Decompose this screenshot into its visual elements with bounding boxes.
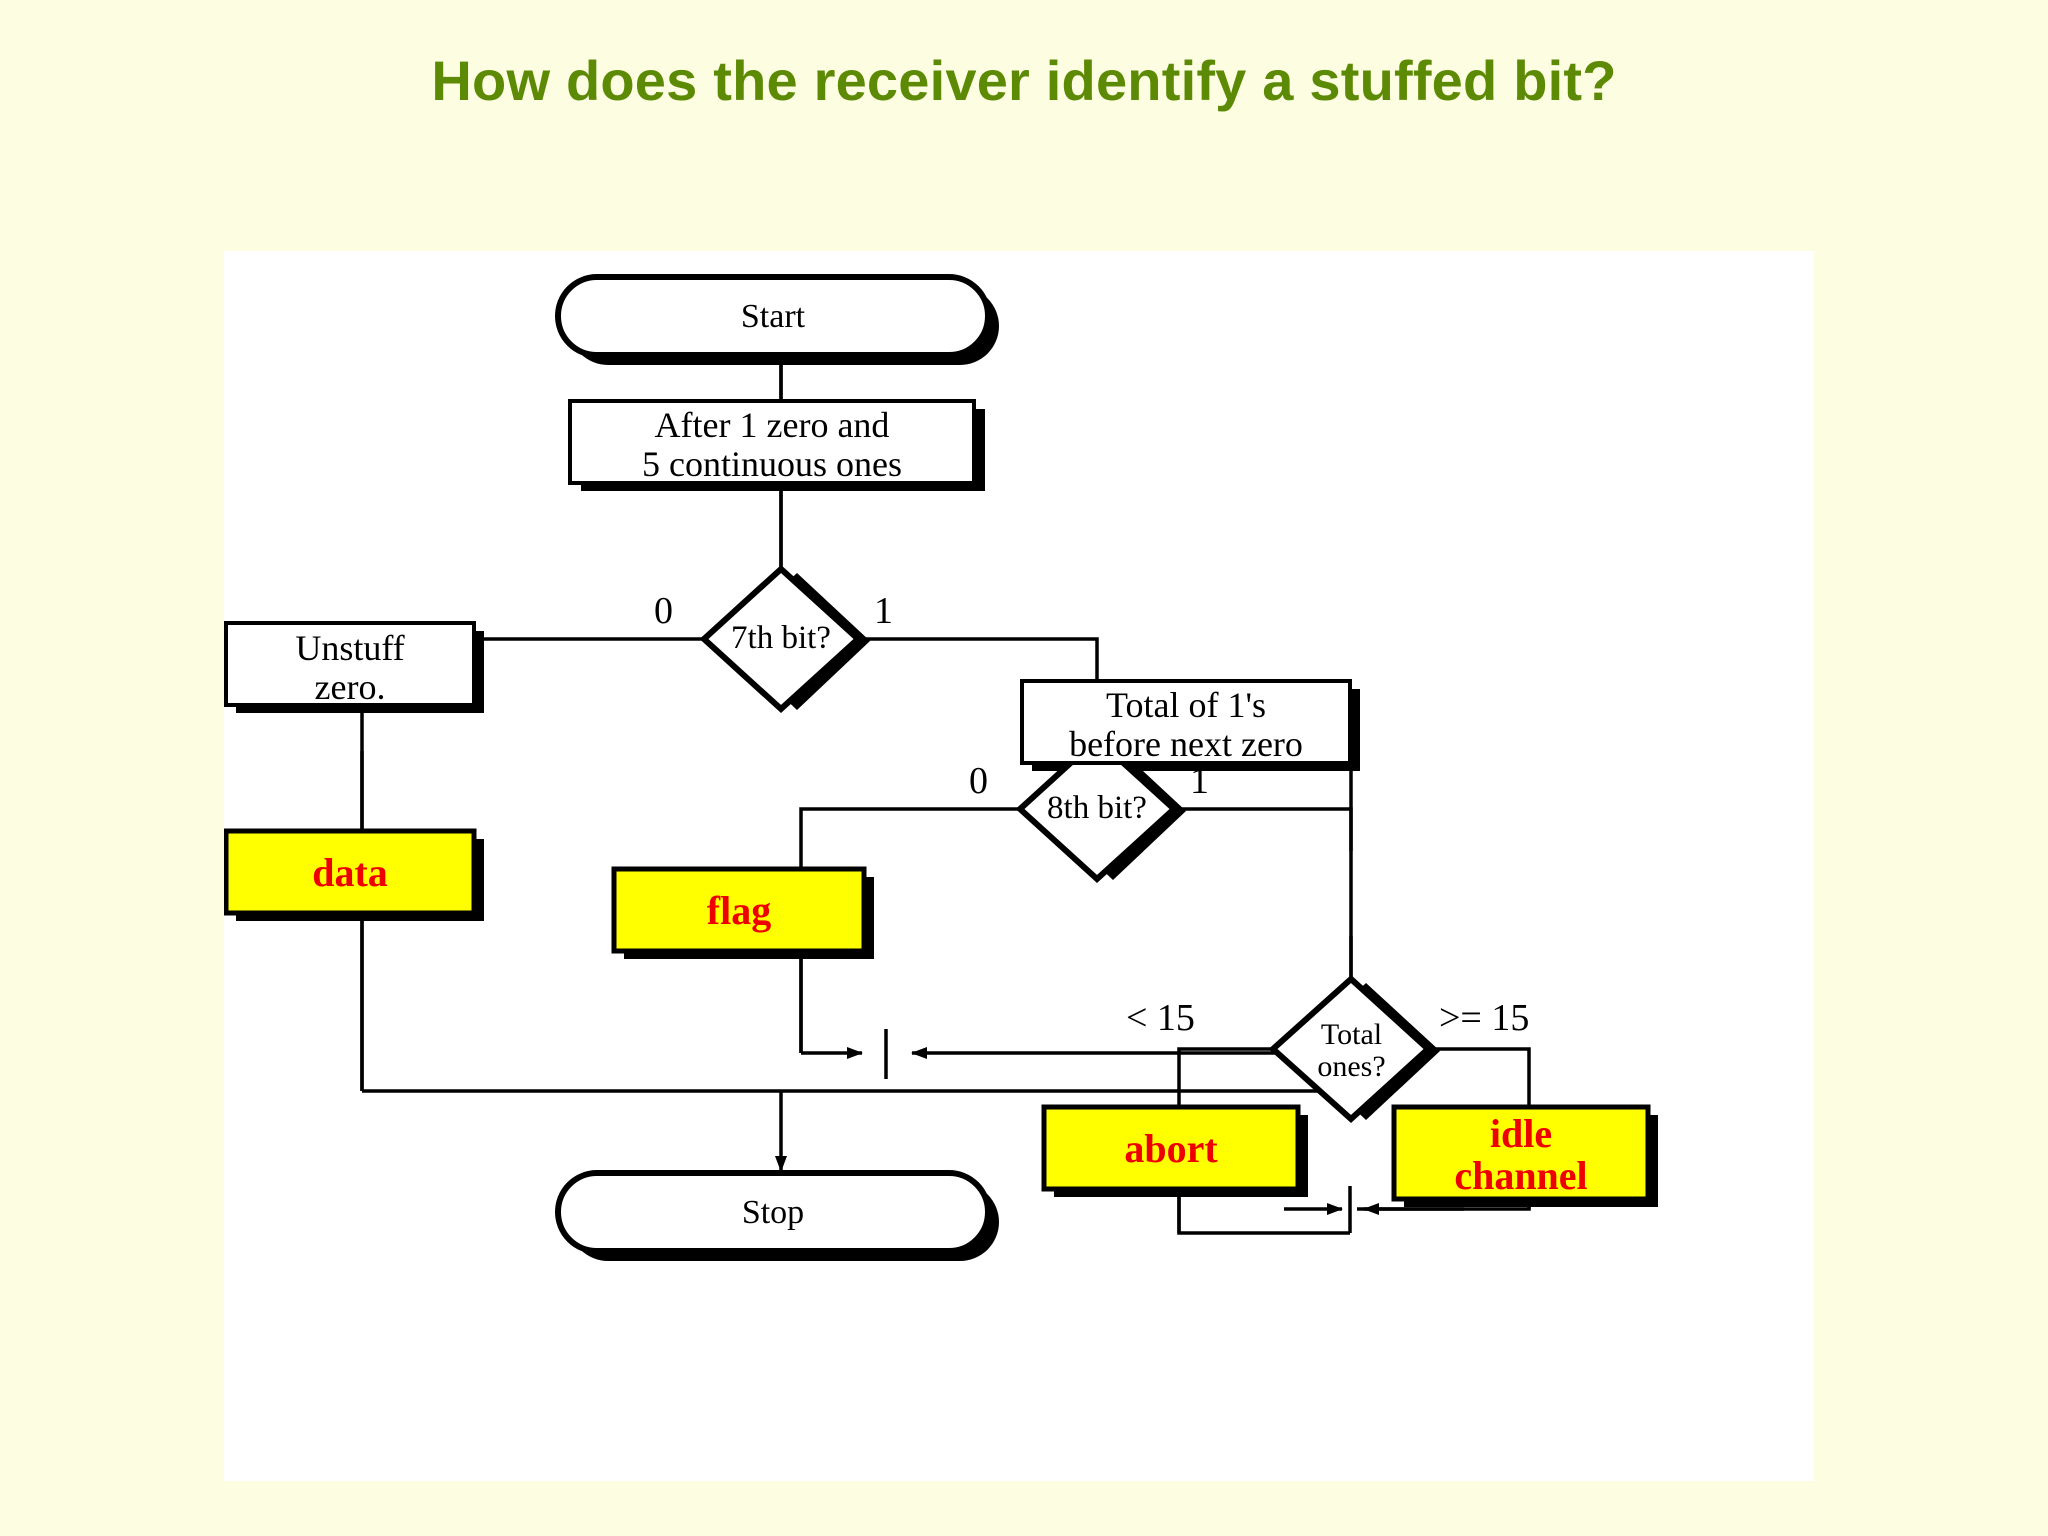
edge-label-ones-ge15: >= 15 [1439, 997, 1530, 1039]
connector-overdraw [360, 356, 1531, 1233]
node-total-ones [1268, 974, 1433, 1124]
node-idle-channel [1391, 1104, 1651, 1202]
edge-label-ones-lt15: < 15 [1126, 997, 1195, 1039]
node-after [568, 399, 976, 485]
node-total [1020, 679, 1352, 765]
node-bit8 [1015, 734, 1179, 884]
diagram-canvas: Start After 1 zero and 5 continuous ones… [224, 251, 1814, 1481]
node-flag [611, 866, 867, 954]
flowchart-svg [224, 274, 1658, 1261]
node-stop [555, 1170, 991, 1254]
edge-label-bit7-one: 1 [874, 590, 893, 632]
node-bit7 [699, 564, 863, 714]
node-unstuff [224, 621, 476, 707]
edge-label-bit8-one: 1 [1190, 760, 1209, 802]
edge-label-bit7-zero: 0 [654, 590, 673, 632]
edge-label-bit8-zero: 0 [969, 760, 988, 802]
node-start [555, 274, 991, 358]
page-title: How does the receiver identify a stuffed… [431, 49, 1617, 112]
node-abort [1041, 1104, 1301, 1192]
node-data [224, 828, 477, 916]
